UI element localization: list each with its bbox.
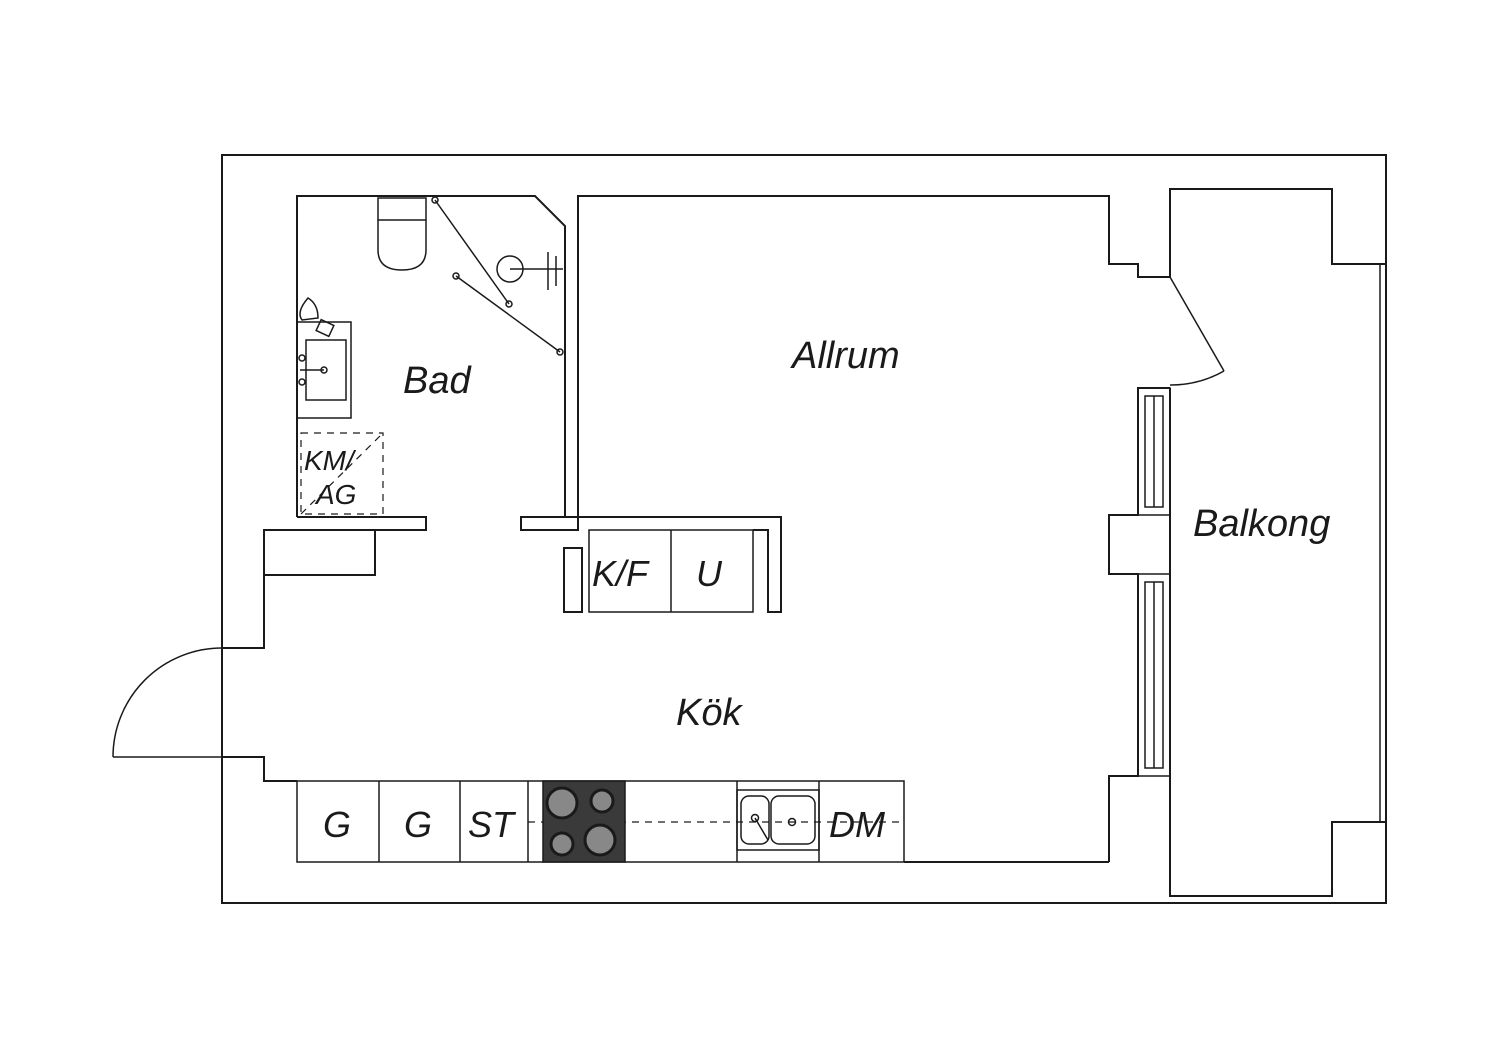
freezer-label-2: G	[404, 804, 432, 845]
room-label-balkong: Balkong	[1193, 503, 1330, 545]
bathroom: KM/ AG Bad	[263, 195, 579, 576]
stove-st-label: ST	[468, 804, 517, 845]
room-label-bad: Bad	[403, 360, 472, 402]
entrance-door-icon[interactable]	[112, 647, 223, 758]
living-room: Allrum	[577, 195, 1170, 517]
km-ag-label-1: KM/	[304, 445, 357, 476]
stove-icon	[542, 780, 626, 863]
km-ag-label-2: AG	[314, 479, 356, 510]
sink-icon	[736, 789, 820, 851]
wardrobe-kf-label: K/F	[592, 553, 650, 594]
shower-head-icon	[496, 252, 563, 290]
freezer-label-1: G	[323, 804, 351, 845]
washbasin-icon	[296, 297, 352, 419]
balcony: Balkong	[1169, 188, 1386, 897]
balcony-door-icon[interactable]	[1169, 276, 1225, 386]
wardrobes: K/F U	[563, 516, 782, 613]
room-label-allrum: Allrum	[790, 335, 900, 377]
dishwasher-label: DM	[829, 804, 885, 845]
shower-screen-icon	[431, 196, 564, 356]
wardrobe-u-label: U	[696, 553, 723, 594]
washer-dryer-area	[300, 432, 384, 515]
kitchen: G G ST DM Kök	[112, 387, 1170, 863]
toilet-icon	[377, 197, 427, 271]
windows	[1137, 387, 1171, 777]
outer-boundary	[221, 154, 1387, 904]
room-label-kok: Kök	[676, 692, 743, 734]
